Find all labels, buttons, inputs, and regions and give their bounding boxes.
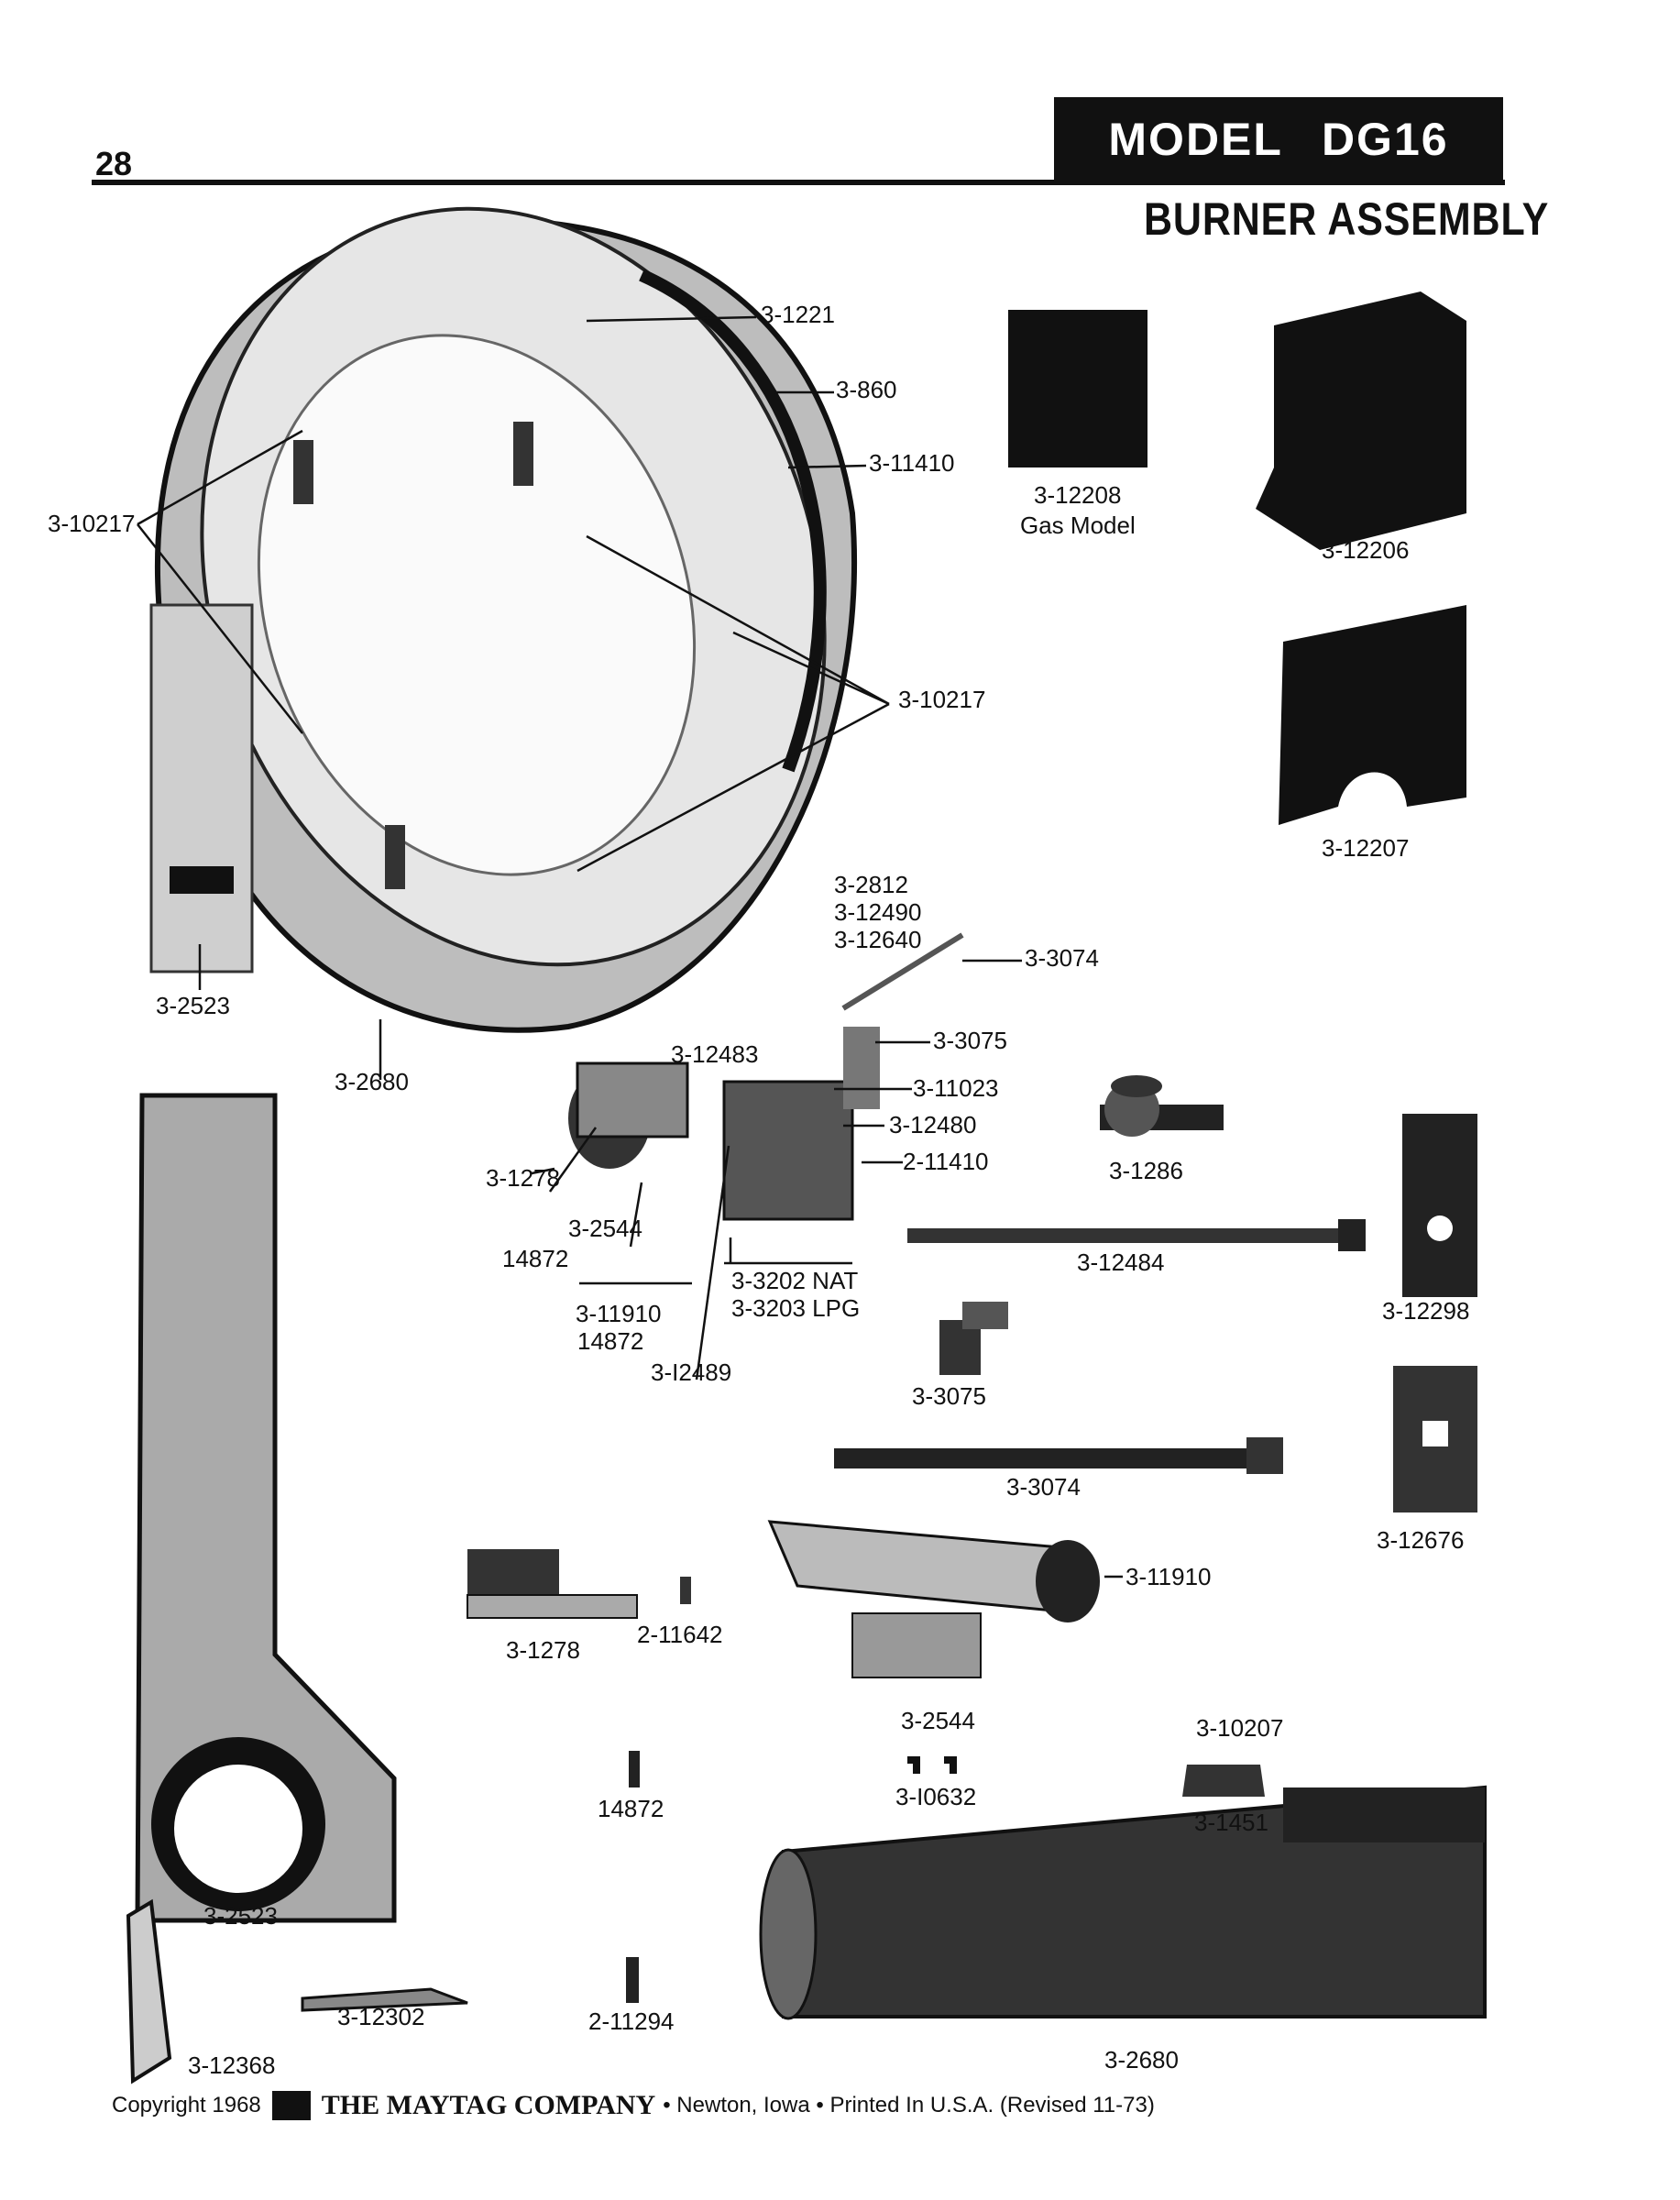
part-label: 3-2523 <box>203 1902 278 1930</box>
part-label: 3-1278 <box>506 1636 580 1664</box>
part-label: 3-11410 <box>869 449 955 477</box>
screw-2-11294 <box>626 1957 639 2003</box>
part-label: 3-12208 <box>1034 481 1122 509</box>
strip-3-12368 <box>126 1898 172 2084</box>
part-label: 3-I2489 <box>651 1358 732 1386</box>
page-number: 28 <box>95 145 133 182</box>
footer: Copyright 1968 THE MAYTAG COMPANY • Newt… <box>112 2090 1155 2121</box>
part-label: 3-860 <box>836 376 897 403</box>
part-label: 3-1221 <box>761 301 835 328</box>
elbow-3-3075 <box>939 1302 1008 1375</box>
part-label: 14872 <box>502 1245 569 1272</box>
valve-3-1286 <box>1100 1075 1224 1137</box>
burner-3-11910 <box>767 1520 1100 1678</box>
part-label: 3-3075 <box>912 1382 986 1410</box>
bracket-3-12206 <box>1256 292 1466 550</box>
footer-location: • Newton, Iowa • Printed In U.S.A. (Revi… <box>663 2093 1155 2118</box>
shield-3-12207 <box>1279 605 1466 825</box>
part-label: 3-11910 <box>576 1300 662 1327</box>
part-label: 3-2544 <box>568 1215 642 1242</box>
model-value: DG16 <box>1321 114 1449 165</box>
part-label: 14872 <box>577 1327 644 1355</box>
part-label: 3-12483 <box>671 1040 759 1068</box>
part-label: 3-3075 <box>933 1027 1007 1054</box>
maytag-logo-icon <box>271 2091 311 2120</box>
housing-3-2680 <box>759 1785 1487 2020</box>
part-label: 3-11910 <box>1125 1563 1212 1590</box>
part-label: 3-2680 <box>1104 2046 1179 2074</box>
part-label: 3-2680 <box>335 1068 409 1095</box>
part-label: 3-11023 <box>913 1074 999 1102</box>
company-name: THE MAYTAG COMPANY <box>321 2090 656 2120</box>
part-label: 3-2523 <box>156 992 230 1019</box>
part-label: 3-1286 <box>1109 1157 1183 1184</box>
screw-14872 <box>629 1751 640 1788</box>
panel-3-12208 <box>1008 310 1147 468</box>
part-label: 3-12368 <box>188 2052 276 2079</box>
strip-3-12302 <box>301 1987 468 2012</box>
tube-3-12484 <box>907 1228 1356 1243</box>
header-rule <box>92 180 1505 185</box>
leader-lines <box>137 315 1123 1578</box>
model-banner: MODEL DG16 <box>1054 97 1503 182</box>
section-title: BURNER ASSEMBLY <box>1144 193 1550 245</box>
part-label: 3-I0632 <box>895 1783 977 1810</box>
part-label: 3-3202 NAT <box>731 1267 859 1294</box>
part-label: 3-12302 <box>337 2003 425 2030</box>
part-label: 3-10207 <box>1196 1714 1284 1742</box>
part-label: 3-2544 <box>901 1707 975 1734</box>
part-label: 3-3203 LPG <box>731 1294 861 1322</box>
part-label: 3-12206 <box>1322 536 1410 564</box>
tube-3-3074 <box>834 1448 1265 1468</box>
part-label: 3-2812 <box>834 871 908 898</box>
plate-3-12298 <box>1402 1114 1477 1297</box>
part-label: 3-12490 <box>834 898 922 926</box>
part-label: 3-12676 <box>1377 1526 1465 1554</box>
part-label: 3-1451 <box>1194 1809 1268 1836</box>
screws-3-10632 <box>907 1756 957 1774</box>
gas-valve-illustration <box>568 932 964 1221</box>
part-label: 2-11642 <box>637 1621 723 1648</box>
part-label: 3-12298 <box>1382 1297 1470 1325</box>
part-label: 3-12484 <box>1077 1248 1165 1276</box>
part-label: 3-3074 <box>1025 944 1099 972</box>
model-label: MODEL <box>1108 114 1283 165</box>
igniter-3-1278 <box>467 1549 638 1619</box>
part-label: 3-1278 <box>486 1164 560 1192</box>
part-label: 14872 <box>598 1795 664 1822</box>
part-label: 3-10217 <box>898 686 986 713</box>
part-caption: Gas Model <box>1020 512 1136 539</box>
part-label: 3-10217 <box>48 510 136 537</box>
part-label: 3-12207 <box>1322 834 1410 862</box>
copyright-text: Copyright 1968 <box>112 2093 261 2118</box>
part-label: 2-11410 <box>903 1148 989 1175</box>
part-label: 3-3074 <box>1006 1473 1081 1501</box>
part-label: 3-12640 <box>834 926 922 953</box>
drum-illustration <box>149 206 858 1033</box>
part-label: 3-12480 <box>889 1111 977 1138</box>
clip-3-1451 <box>1182 1765 1265 1797</box>
screw-2-11642 <box>680 1577 691 1604</box>
part-label: 2-11294 <box>588 2008 675 2035</box>
